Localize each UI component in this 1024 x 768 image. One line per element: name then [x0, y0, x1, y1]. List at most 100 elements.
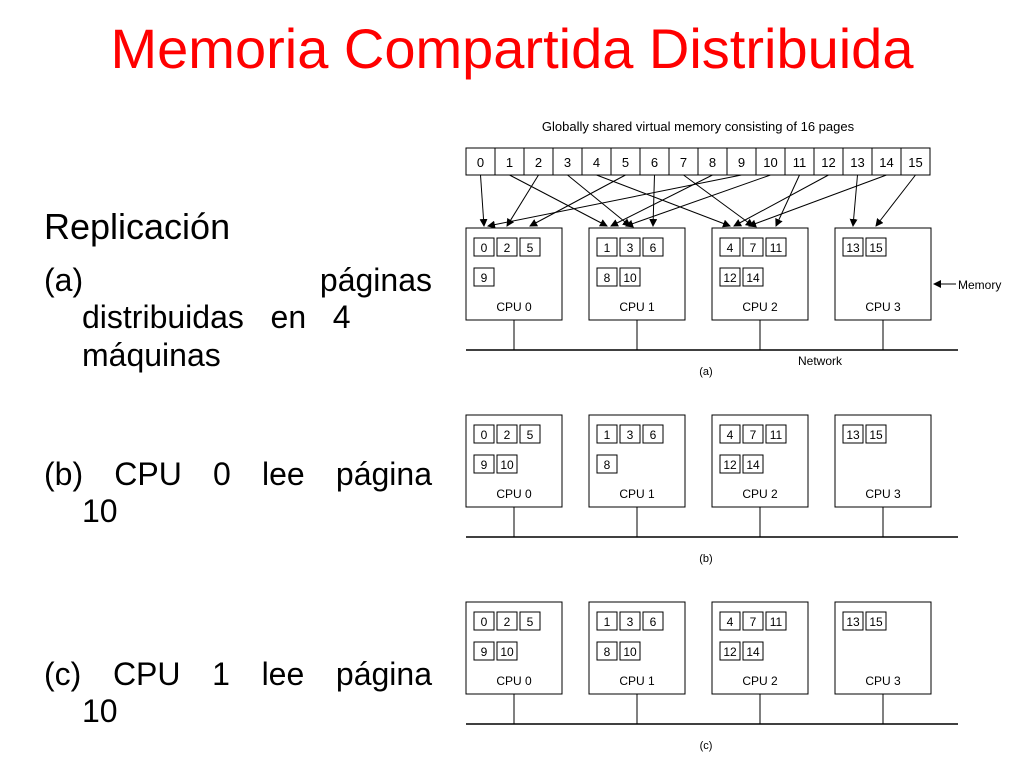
- page-mapping-arrow: [875, 174, 916, 227]
- cpu-page-cell: [473, 454, 495, 474]
- cpu-label: CPU 1: [619, 674, 655, 688]
- cpu-page-number: 4: [727, 241, 734, 255]
- cpu-page-number: 7: [750, 428, 757, 442]
- cpu-page-cell: [496, 424, 518, 444]
- global-page-number: 6: [651, 155, 658, 170]
- cpu-page-cell: [596, 641, 618, 661]
- cpu-page-cell: [596, 424, 618, 444]
- page-mapping-arrow: [649, 174, 658, 227]
- item-c-line1: (c) CPU 1 lee página: [44, 656, 432, 692]
- cpu-label: CPU 0: [496, 674, 532, 688]
- page-mapping-arrow: [683, 174, 754, 227]
- cpu-page-cell: [719, 641, 741, 661]
- cpu-page-number: 14: [746, 458, 760, 472]
- cpu-page-number: 15: [869, 428, 883, 442]
- cpu-page-cell: [619, 267, 641, 287]
- cpu-page-number: 2: [504, 615, 511, 629]
- cpu-page-number: 9: [481, 271, 488, 285]
- global-page-cell: [494, 147, 525, 176]
- item-c: (c) CPU 1 lee página 10: [44, 656, 432, 731]
- cpu-page-number: 9: [481, 645, 488, 659]
- cpu-page-number: 0: [481, 428, 488, 442]
- cpu-page-cell: [642, 424, 664, 444]
- cpu-page-number: 4: [727, 615, 734, 629]
- cpu-page-number: 1: [604, 615, 611, 629]
- item-a-line3: máquinas: [82, 336, 221, 373]
- cpu-page-number: 7: [750, 241, 757, 255]
- cpu-label: CPU 1: [619, 300, 655, 314]
- cpu-page-cell: [619, 237, 641, 257]
- cpu-page-number: 13: [846, 615, 860, 629]
- global-page-cell: [871, 147, 902, 176]
- cpu-page-cell: [496, 237, 518, 257]
- cpu-page-number: 3: [627, 241, 634, 255]
- global-page-cell: [610, 147, 641, 176]
- cpu-page-number: 14: [746, 645, 760, 659]
- cpu-page-number: 6: [650, 428, 657, 442]
- cpu-page-cell: [473, 641, 495, 661]
- cpu-label: CPU 2: [742, 487, 778, 501]
- cpu-page-number: 5: [527, 615, 534, 629]
- cpu-page-number: 10: [500, 645, 514, 659]
- cpu-page-cell: [496, 611, 518, 631]
- cpu-page-cell: [596, 237, 618, 257]
- global-page-number: 5: [622, 155, 629, 170]
- global-page-cell: [784, 147, 815, 176]
- page-mapping-arrow: [733, 174, 829, 227]
- cpu-page-cell: [765, 237, 787, 257]
- cpu-page-cell: [742, 424, 764, 444]
- cpu-label: CPU 3: [865, 674, 901, 688]
- page-mapping-arrow: [509, 174, 608, 227]
- cpu-page-cell: [719, 267, 741, 287]
- cpu-page-cell: [596, 267, 618, 287]
- item-c-line2: 10: [82, 693, 118, 730]
- cpu-page-number: 9: [481, 458, 488, 472]
- cpu-page-number: 1: [604, 241, 611, 255]
- cpu-page-cell: [742, 454, 764, 474]
- global-page-number: 7: [680, 155, 687, 170]
- cpu-page-number: 11: [770, 615, 783, 629]
- item-a-tag: (a): [44, 262, 84, 298]
- cpu-page-cell: [473, 611, 495, 631]
- global-page-number: 1: [506, 155, 513, 170]
- cpu-page-number: 5: [527, 428, 534, 442]
- item-a-word: páginas: [319, 262, 432, 298]
- page-mapping-arrow: [487, 174, 742, 229]
- page-mapping-arrow: [775, 174, 800, 227]
- cpu-page-cell: [596, 454, 618, 474]
- global-page-number: 11: [793, 155, 807, 170]
- cpu-page-cell: [719, 611, 741, 631]
- cpu-page-cell: [519, 424, 541, 444]
- cpu-page-cell: [842, 424, 864, 444]
- slide-title: Memoria Compartida Distribuida: [110, 17, 914, 80]
- cpu-page-cell: [519, 237, 541, 257]
- global-page-number: 15: [908, 155, 922, 170]
- cpu-page-number: 15: [869, 241, 883, 255]
- memory-label: Memory: [958, 278, 1001, 292]
- cpu-page-cell: [473, 424, 495, 444]
- cpu-page-number: 6: [650, 241, 657, 255]
- cpu-page-number: 3: [627, 615, 634, 629]
- cpu-page-number: 8: [604, 645, 611, 659]
- cpu-page-cell: [496, 641, 518, 661]
- cpu-label: CPU 3: [865, 300, 901, 314]
- cpu-label: CPU 0: [496, 300, 532, 314]
- page-mapping-arrow: [849, 174, 858, 227]
- cpu-page-number: 1: [604, 428, 611, 442]
- section-heading: Replicación: [44, 206, 231, 247]
- cpu-page-number: 12: [723, 645, 737, 659]
- cpu-page-number: 5: [527, 241, 534, 255]
- page-mapping-arrow: [567, 174, 631, 227]
- cpu-page-number: 13: [846, 241, 860, 255]
- global-page-cell: [668, 147, 699, 176]
- cpu-page-number: 8: [604, 271, 611, 285]
- item-b-line2: 10: [82, 493, 118, 530]
- cpu-page-number: 2: [504, 428, 511, 442]
- cpu-page-cell: [742, 267, 764, 287]
- cpu-page-number: 2: [504, 241, 511, 255]
- cpu-page-cell: [719, 454, 741, 474]
- cpu-page-number: 14: [746, 271, 760, 285]
- global-page-cell: [900, 147, 931, 176]
- page-mapping-arrow: [529, 174, 626, 227]
- cpu-label: CPU 2: [742, 300, 778, 314]
